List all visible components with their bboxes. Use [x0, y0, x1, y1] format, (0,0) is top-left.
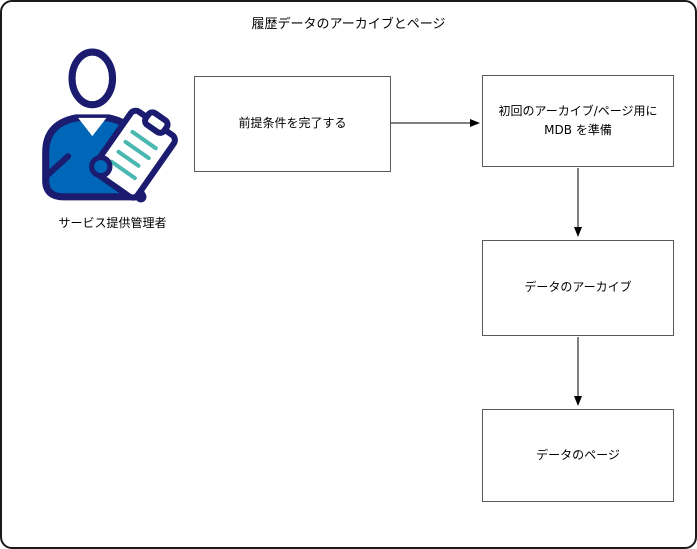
- flow-node-prerequisites: 前提条件を完了する: [194, 76, 391, 172]
- flow-node-page-data: データのページ: [482, 409, 674, 502]
- flow-node-prepare-mdb: 初回のアーカイブ/ページ用に MDB を準備: [482, 75, 674, 167]
- flow-node-archive-data: データのアーカイブ: [482, 240, 674, 336]
- admin-person-clipboard-icon: [42, 48, 178, 203]
- actor-label: サービス提供管理者: [58, 216, 167, 230]
- diagram-title: 履歴データのアーカイブとページ: [251, 17, 446, 32]
